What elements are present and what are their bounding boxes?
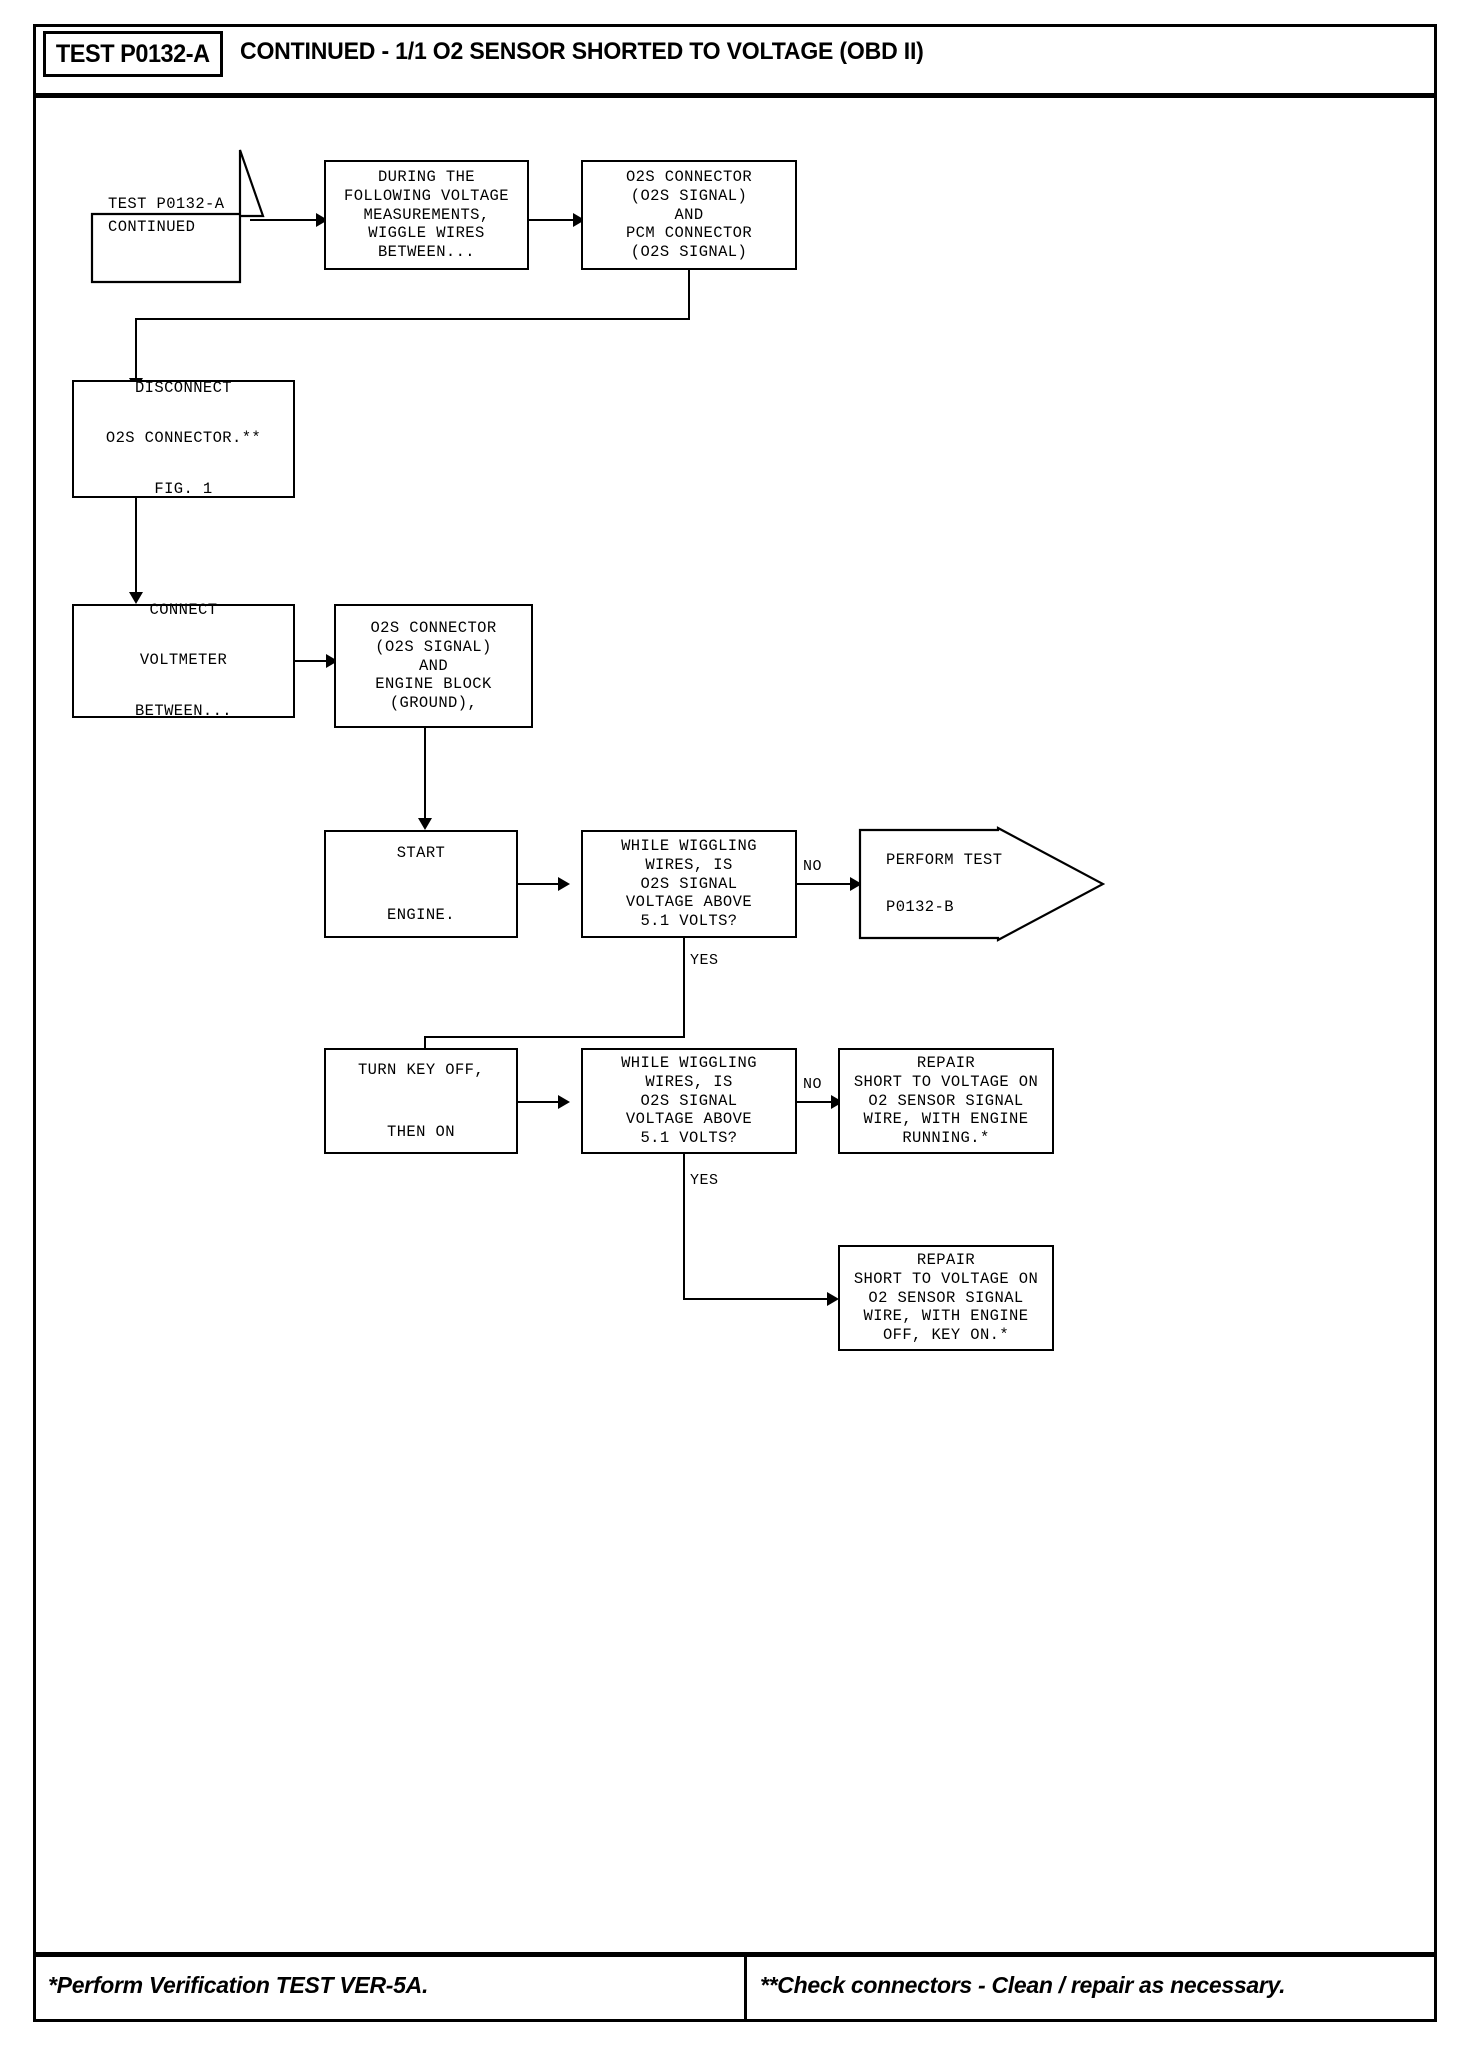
edge-down-to-disconnect: [135, 318, 137, 380]
node-repair-key-on-label: REPAIR SHORT TO VOLTAGE ON O2 SENSOR SIG…: [853, 1250, 1039, 1345]
edge-decision2-no: [797, 1101, 835, 1103]
node-during-measurements-label: DURING THE FOLLOWING VOLTAGE MEASUREMENT…: [344, 167, 509, 262]
perform-test-banner-label: PERFORM TEST P0132-B: [886, 851, 1003, 916]
edge-decision2-yes-right: [683, 1298, 831, 1300]
edge-connect-to-ground: [295, 660, 328, 662]
page-border: [33, 24, 1437, 2022]
edge-decision1-yes-left: [424, 1036, 685, 1038]
edge-disconnect-to-connect: [135, 498, 137, 594]
edge-decision1-yes-down: [683, 938, 685, 1038]
node-turn-key-off: TURN KEY OFF, THEN ON: [324, 1048, 518, 1154]
edge-connectors-down: [688, 270, 690, 320]
footer-divider: [744, 1957, 747, 2022]
start-banner: TEST P0132-A CONTINUED: [90, 148, 283, 284]
node-repair-key-on: REPAIR SHORT TO VOLTAGE ON O2 SENSOR SIG…: [838, 1245, 1054, 1351]
edge-label-yes-1: YES: [690, 952, 719, 969]
edge-label-no-1: NO: [803, 858, 823, 875]
banner-arrow-shape: [90, 149, 265, 284]
node-connect-voltmeter-label: CONNECT VOLTMETER BETWEEN...: [134, 601, 232, 720]
node-start-engine: START ENGINE.: [324, 830, 518, 938]
node-disconnect-o2s: DISCONNECT O2S CONNECTOR.** FIG. 1: [72, 379, 295, 498]
node-disconnect-o2s-label: DISCONNECT O2S CONNECTOR.** FIG. 1: [105, 379, 262, 498]
edge-connectors-left: [135, 318, 690, 320]
node-decision-key-on: WHILE WIGGLING WIRES, IS O2S SIGNAL VOLT…: [581, 1048, 797, 1154]
node-decision-engine-running: WHILE WIGGLING WIRES, IS O2S SIGNAL VOLT…: [581, 830, 797, 938]
edge-banner-to-during: [250, 219, 318, 221]
edge-ground-to-start-engine: [424, 728, 426, 820]
footer-rule: [33, 1952, 1437, 1957]
footer-right-note: **Check connectors - Clean / repair as n…: [760, 1972, 1286, 1998]
node-decision-engine-running-label: WHILE WIGGLING WIRES, IS O2S SIGNAL VOLT…: [621, 836, 757, 931]
perform-test-arrow-shape: [858, 826, 1105, 942]
page-title: CONTINUED - 1/1 O2 SENSOR SHORTED TO VOL…: [240, 38, 924, 65]
node-connectors-o2s-ground-label: O2S CONNECTOR (O2S SIGNAL) AND ENGINE BL…: [370, 618, 497, 713]
node-connectors-o2s-pcm-label: O2S CONNECTOR (O2S SIGNAL) AND PCM CONNE…: [625, 167, 753, 262]
arrowhead-to-connect: [129, 592, 143, 604]
node-connectors-o2s-pcm: O2S CONNECTOR (O2S SIGNAL) AND PCM CONNE…: [581, 160, 797, 270]
node-turn-key-off-label: TURN KEY OFF, THEN ON: [357, 1060, 485, 1141]
footer-left-note: *Perform Verification TEST VER-5A.: [48, 1972, 429, 1998]
node-start-engine-label: START ENGINE.: [387, 843, 455, 924]
node-repair-engine-running: REPAIR SHORT TO VOLTAGE ON O2 SENSOR SIG…: [838, 1048, 1054, 1154]
node-decision-key-on-label: WHILE WIGGLING WIRES, IS O2S SIGNAL VOLT…: [621, 1053, 757, 1148]
node-connectors-o2s-ground: O2S CONNECTOR (O2S SIGNAL) AND ENGINE BL…: [334, 604, 533, 728]
edge-decision1-no: [797, 883, 855, 885]
edge-decision2-yes-down: [683, 1154, 685, 1300]
node-during-measurements: DURING THE FOLLOWING VOLTAGE MEASUREMENT…: [324, 160, 529, 270]
perform-test-banner: PERFORM TEST P0132-B: [858, 826, 1133, 942]
header-band: [33, 24, 1437, 98]
header-test-id-box: TEST P0132-A: [43, 31, 223, 77]
node-repair-engine-running-label: REPAIR SHORT TO VOLTAGE ON O2 SENSOR SIG…: [853, 1053, 1039, 1148]
edge-turnkey-to-decision2: [518, 1101, 560, 1103]
arrowhead-turnkey-to-decision2: [558, 1095, 570, 1109]
edge-label-no-2: NO: [803, 1076, 823, 1093]
start-banner-label: TEST P0132-A CONTINUED: [108, 194, 225, 236]
arrowhead-decision2-yes: [827, 1292, 839, 1306]
arrowhead-to-start-engine: [418, 818, 432, 830]
arrowhead-start-to-decision1: [558, 877, 570, 891]
edge-label-yes-2: YES: [690, 1172, 719, 1189]
edge-during-to-connectors: [529, 219, 575, 221]
header-test-id-label: TEST P0132-A: [56, 39, 210, 68]
node-connect-voltmeter: CONNECT VOLTMETER BETWEEN...: [72, 601, 295, 720]
edge-start-to-decision1: [518, 883, 560, 885]
